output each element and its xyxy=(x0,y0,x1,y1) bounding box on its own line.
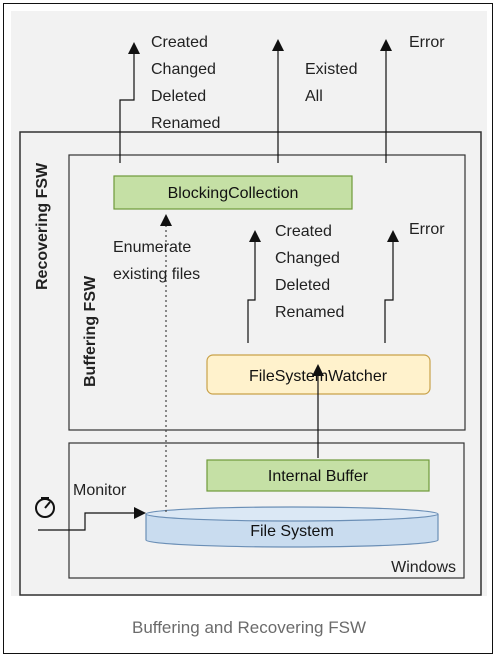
top-error-text: Error xyxy=(409,34,445,51)
file-system-label: File System xyxy=(250,523,334,540)
buffering-fsw-box xyxy=(68,154,466,431)
diagram-panel xyxy=(11,11,487,596)
timer-icon xyxy=(35,497,55,518)
monitor-arrow xyxy=(38,507,146,531)
all-text: All xyxy=(305,88,323,105)
enumerate-text: Enumerate xyxy=(113,239,191,256)
figure-caption: Buffering and Recovering FSW xyxy=(131,618,367,637)
recovering-fsw-label: Recovering FSW xyxy=(34,162,51,290)
created-changed-arrow xyxy=(119,42,140,163)
top-deleted-text: Deleted xyxy=(151,88,206,105)
windows-label: Windows xyxy=(391,559,456,576)
buffering-fsw-label: Buffering FSW xyxy=(82,275,99,387)
inner-deleted-text: Deleted xyxy=(275,277,330,294)
inner-error-text: Error xyxy=(409,221,445,238)
blocking-collection-box xyxy=(113,175,353,210)
existing-files-text: existing files xyxy=(113,266,200,283)
file-system-cylinder-top xyxy=(145,506,439,522)
inner-renamed-text: Renamed xyxy=(275,304,344,321)
inner-created-text: Created xyxy=(275,223,332,240)
top-changed-text: Changed xyxy=(151,61,216,78)
recovering-fsw-box xyxy=(19,131,482,596)
inner-events-arrow xyxy=(247,230,261,343)
inner-changed-text: Changed xyxy=(275,250,340,267)
top-created-text: Created xyxy=(151,34,208,51)
file-system-cylinder-body xyxy=(145,514,439,548)
existed-text: Existed xyxy=(305,61,357,78)
top-renamed-text: Renamed xyxy=(151,115,220,132)
internal-buffer-label: Internal Buffer xyxy=(268,468,369,485)
monitor-text: Monitor xyxy=(73,482,127,499)
internal-buffer-box xyxy=(206,459,430,492)
windows-box xyxy=(68,442,465,579)
blocking-collection-label: BlockingCollection xyxy=(168,185,299,202)
inner-error-arrow xyxy=(384,230,399,343)
